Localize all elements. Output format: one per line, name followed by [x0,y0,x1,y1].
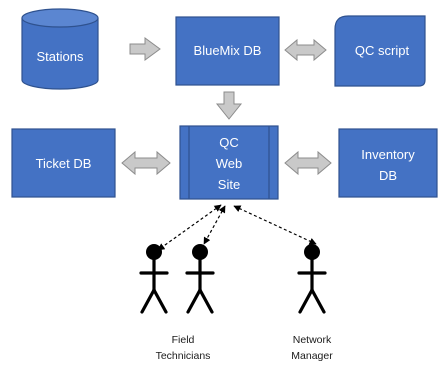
web-site-to-field-tech-2-link [203,205,226,245]
inventory-db-label-line-2: DB [379,168,397,183]
inventory-db-node: Inventory DB [338,128,438,198]
network-manager-label-line-2: Manager [291,350,333,362]
stations-to-bluemix-arrow [129,37,161,61]
network-manager-label-line-1: Network [293,334,332,346]
ticket-db-label: Ticket DB [36,156,92,171]
web-site-to-network-manager-link [233,205,317,245]
field-technician-figure [139,244,169,314]
qc-web-site-label-line-1: QC [219,135,239,150]
dashed-links [157,204,317,251]
bluemix-qc-script-arrow [284,38,327,62]
web-site-to-field-tech-1-link [157,204,222,251]
stations-node: Stations [21,8,99,90]
ticket-db-node: Ticket DB [11,128,116,198]
bluemix-db-node: BlueMix DB [175,16,280,86]
network-manager-figure [297,244,327,314]
field-technician-figure [185,244,215,314]
bluemix-to-web-site-arrow [215,91,243,120]
qc-web-site-node: QC Web Site [179,125,279,200]
field-technicians-label-line-2: Technicians [156,350,211,362]
qc-script-label: QC script [355,43,410,58]
inventory-db-label-line-1: Inventory [361,147,415,162]
stations-label: Stations [37,49,84,64]
qc-web-site-label-line-2: Web [216,156,243,171]
qc-script-node: QC script [334,15,426,87]
bluemix-db-label: BlueMix DB [194,43,262,58]
web-site-inventory-arrow [284,150,332,176]
ticket-db-web-site-arrow [121,150,171,176]
qc-web-site-label-line-3: Site [218,177,240,192]
field-technicians-label-line-1: Field [172,334,195,346]
